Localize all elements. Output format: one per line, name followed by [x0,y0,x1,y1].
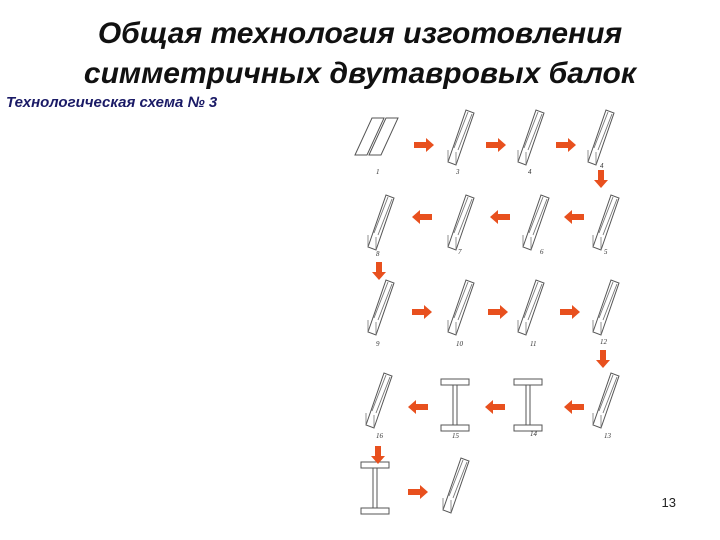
step-17-ibeam [360,461,390,515]
scheme-subtitle: Технологическая схема № 3 [6,94,218,111]
arrow-right [556,138,576,152]
arrow-down [372,262,386,280]
step-label: 3 [455,168,460,176]
arrow-right [414,138,434,152]
arrow-right [408,485,428,499]
arrow-left [490,210,510,224]
step-16-piece [592,372,620,429]
step-label: 8 [376,250,380,258]
step-label: 10 [456,340,464,348]
step-4-piece [587,109,615,166]
arrow-left [412,210,432,224]
title-line-1: Общая технология изготовления [97,17,623,50]
slide-title: Общая технология изготовления симметричн… [0,14,720,94]
step-label: 14 [530,430,538,438]
arrow-down [594,170,608,188]
step-label: 4 [528,168,532,176]
step-label: 11 [530,340,536,348]
step-9-piece [367,279,395,336]
step-11-piece [517,279,545,336]
arrow-down [371,446,385,464]
step-10-piece [447,279,475,336]
step-12-piece [592,279,620,336]
arrow-left [564,210,584,224]
arrow-left [408,400,428,414]
step-label: 7 [458,248,462,256]
step-label: 13 [604,432,612,440]
step-14-ibeam [440,378,470,432]
step-label: 16 [376,432,384,440]
title-line-2: симметричных двутавровых балок [83,57,637,90]
arrow-right [488,305,508,319]
step-5-piece [367,194,395,251]
step-label: 4 [600,162,604,170]
step-3-piece [517,109,545,166]
page-number: 13 [661,495,676,510]
arrow-left [564,400,584,414]
step-15-ibeam [513,378,543,432]
arrow-down [596,350,610,368]
step-13-piece [365,372,393,429]
step-label: 9 [376,340,380,348]
step-label: 6 [540,248,544,256]
step-label: 15 [452,432,460,440]
arrow-right [486,138,506,152]
step-18-piece [442,457,470,514]
step-label: 5 [604,248,608,256]
step-2-piece [447,109,475,166]
flow-arrows [371,138,610,499]
step-label: 12 [600,338,608,346]
step-6-piece [447,194,475,251]
arrow-right [412,305,432,319]
step-labels: 1 3 4 4 5 6 7 8 9 10 11 12 13 14 15 16 [376,162,612,440]
step-label: 1 [376,168,380,176]
step-7-piece [522,194,550,251]
arrow-right [560,305,580,319]
step-1-plates [354,117,399,156]
arrow-left [485,400,505,414]
step-8-piece [592,194,620,251]
